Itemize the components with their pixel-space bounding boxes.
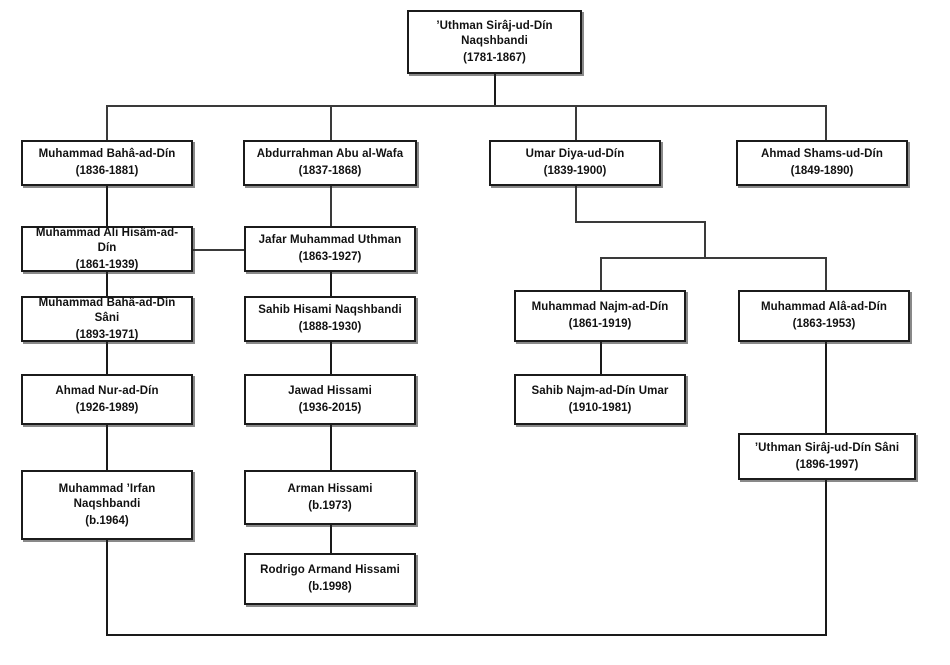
- node-name: Sahib Najm-ad-Dín Umar: [531, 384, 669, 397]
- connector-drop-n4: [575, 105, 577, 140]
- connector-n3-stub: [330, 186, 332, 226]
- connector-n13-to-n14: [330, 525, 332, 553]
- connector-drop-n5: [825, 105, 827, 140]
- node-dates: (1863-1953): [792, 318, 856, 330]
- connector-bottom-bus: [106, 634, 827, 636]
- node-dates: (1910-1981): [568, 401, 632, 414]
- node-name: Rodrigo Armand Hissami: [260, 564, 400, 576]
- node-name: ’Uthman Sirâj-ud-Dín Naqshbandi: [436, 19, 553, 47]
- connector-drop-n3: [330, 105, 332, 140]
- node-name: Muhammad Najm-ad-Dín: [531, 301, 669, 313]
- node-dates: (1836-1881): [75, 165, 139, 177]
- connector-n12-to-bottom-bus: [106, 540, 108, 636]
- connector-root-stem: [494, 74, 496, 106]
- node-jawad-hissami[interactable]: Jawad Hissami (1936-2015): [244, 374, 416, 425]
- connector-n18-to-bottom-bus: [825, 480, 827, 636]
- node-muhammad-baha-ad-din-sani[interactable]: Muhammad Bahâ-ad-Dín Sâni (1893-1971): [21, 296, 193, 342]
- connector-n10-to-n12: [106, 425, 108, 470]
- node-muhammad-ali-hisam-ad-din[interactable]: Muhammad Ali Hisâm-ad-Dín (1861-1939): [21, 226, 193, 272]
- node-dates: (1926-1989): [75, 401, 139, 414]
- connector-n4-jog: [575, 221, 706, 223]
- node-dates: (1863-1927): [298, 251, 362, 263]
- node-name: Muhammad Bahâ-ad-Dín: [38, 148, 176, 160]
- connector-n8-to-n10: [106, 342, 108, 374]
- node-dates: (1888-1930): [298, 321, 362, 333]
- connector-n2-to-n6: [106, 186, 108, 226]
- node-dates: (b.1998): [308, 581, 352, 593]
- connector-gen3-right-bus: [600, 257, 827, 259]
- node-dates: (1839-1900): [543, 165, 607, 177]
- connector-gen2-bus: [106, 105, 827, 107]
- node-sahib-najm-ad-din-umar[interactable]: Sahib Najm-ad-Dín Umar (1910-1981): [514, 374, 686, 425]
- node-dates: (1861-1919): [568, 318, 632, 330]
- node-name: Ahmad Nur-ad-Dín: [55, 384, 159, 397]
- node-uthman-siraj-ud-din-sani[interactable]: ’Uthman Sirâj-ud-Dín Sâni (1896-1997): [738, 433, 916, 480]
- node-dates: (b.1964): [85, 514, 129, 527]
- node-dates: (1849-1890): [790, 165, 854, 177]
- node-name: Jafar Muhammad Uthman: [258, 234, 402, 246]
- connector-n16-to-n18: [825, 342, 827, 433]
- node-ahmad-nur-ad-din[interactable]: Ahmad Nur-ad-Dín (1926-1989): [21, 374, 193, 425]
- node-dates: (1837-1868): [298, 165, 362, 177]
- node-rodrigo-armand-hissami[interactable]: Rodrigo Armand Hissami (b.1998): [244, 553, 416, 605]
- connector-drop-n15: [600, 257, 602, 290]
- node-arman-hissami[interactable]: Arman Hissami (b.1973): [244, 470, 416, 525]
- node-name: Muhammad Alâ-ad-Dín: [760, 301, 888, 313]
- node-name: Arman Hissami: [287, 482, 373, 495]
- node-dates: (1936-2015): [298, 401, 362, 414]
- node-jafar-muhammad-uthman[interactable]: Jafar Muhammad Uthman (1863-1927): [244, 226, 416, 272]
- node-dates: (b.1973): [308, 499, 352, 512]
- node-name: ’Uthman Sirâj-ud-Dín Sâni: [754, 441, 900, 454]
- node-muhammad-baha-ad-din[interactable]: Muhammad Bahâ-ad-Dín (1836-1881): [21, 140, 193, 186]
- connector-n6-n7-union: [193, 249, 251, 251]
- connector-n7-to-n9: [330, 272, 332, 296]
- node-name: Muhammad ’Irfan Naqshbandi: [58, 482, 156, 510]
- node-dates: (1896-1997): [795, 458, 859, 471]
- node-name: Jawad Hissami: [288, 384, 372, 397]
- node-muhammad-ala-ad-din[interactable]: Muhammad Alâ-ad-Dín (1863-1953): [738, 290, 910, 342]
- node-name: Ahmad Shams-ud-Dín: [761, 148, 883, 160]
- node-muhammad-najm-ad-din[interactable]: Muhammad Najm-ad-Dín (1861-1919): [514, 290, 686, 342]
- node-name: Muhammad Bahâ-ad-Dín Sâni: [38, 296, 176, 324]
- connector-n11-to-n13: [330, 425, 332, 470]
- connector-n9-to-n11: [330, 342, 332, 374]
- connector-drop-n2: [106, 105, 108, 140]
- node-name: Muhammad Ali Hisâm-ad-Dín: [35, 226, 179, 254]
- node-name: Sahib Hisami Naqshbandi: [258, 304, 402, 316]
- connector-n6-to-n8: [106, 272, 108, 296]
- node-dates: (1781-1867): [463, 51, 526, 64]
- node-name: Abdurrahman Abu al-Wafa: [256, 148, 404, 160]
- node-sahib-hisami-naqshbandi[interactable]: Sahib Hisami Naqshbandi (1888-1930): [244, 296, 416, 342]
- node-dates: (1893-1971): [75, 328, 139, 341]
- connector-n4-drop-b: [704, 221, 706, 258]
- connector-drop-n16: [825, 257, 827, 290]
- node-ahmad-shams-ud-din[interactable]: Ahmad Shams-ud-Dín (1849-1890): [736, 140, 908, 186]
- node-umar-diya-ud-din[interactable]: Umar Diya-ud-Dín (1839-1900): [489, 140, 661, 186]
- connector-n4-drop-a: [575, 186, 577, 222]
- node-abdurrahman-abu-al-wafa[interactable]: Abdurrahman Abu al-Wafa (1837-1868): [243, 140, 417, 186]
- node-muhammad-irfan-naqshbandi[interactable]: Muhammad ’Irfan Naqshbandi (b.1964): [21, 470, 193, 540]
- connector-n15-to-n17: [600, 342, 602, 374]
- node-dates: (1861-1939): [75, 258, 139, 271]
- node-uthman-siraj-ud-din-naqshbandi[interactable]: ’Uthman Sirâj-ud-Dín Naqshbandi (1781-18…: [407, 10, 582, 74]
- node-name: Umar Diya-ud-Dín: [525, 148, 625, 160]
